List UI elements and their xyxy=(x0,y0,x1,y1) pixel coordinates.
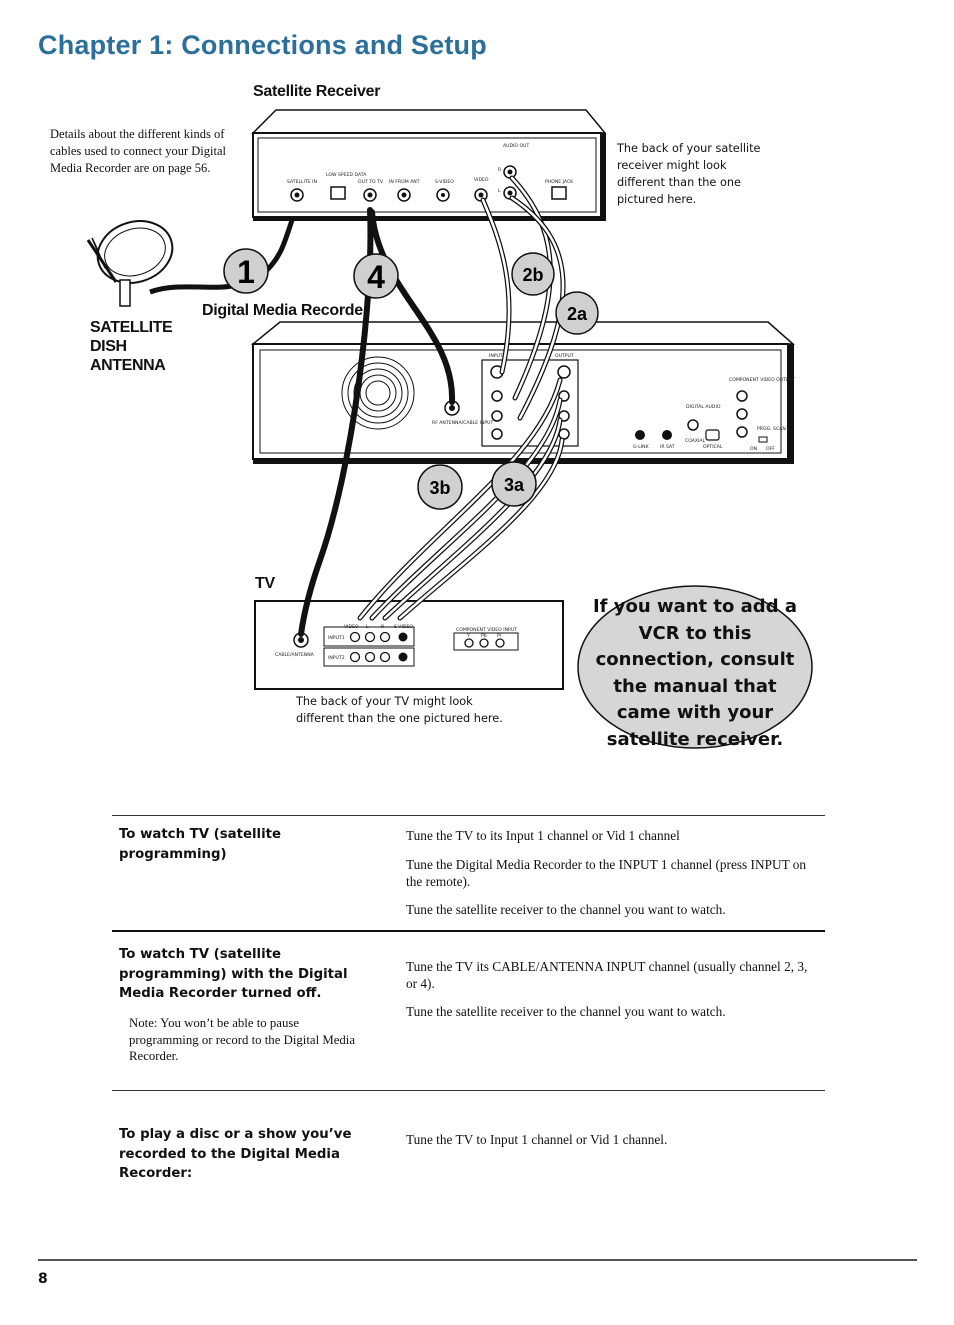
jack-label-s-video: S-VIDEO xyxy=(435,179,454,185)
jack-label-tv-l: L xyxy=(366,624,369,630)
row-3-step-1: Tune the TV to Input 1 channel or Vid 1 … xyxy=(406,1132,668,1147)
cables xyxy=(298,175,566,637)
jack-label-digital-audio: DIGITAL AUDIO xyxy=(686,404,721,410)
dish-label-line-2: DISH xyxy=(90,338,127,355)
jack-label-audio-out: AUDIO OUT xyxy=(503,143,529,149)
step-1-label: 1 xyxy=(237,254,255,290)
row-2-note: Note: You won’t be able to pause program… xyxy=(129,1016,356,1063)
cables-note: Details about the different kinds of cab… xyxy=(50,127,226,175)
jack-label-on: ON xyxy=(750,446,757,452)
jack-label-ir-sat: IR SAT xyxy=(660,444,675,450)
page-number: 8 xyxy=(38,1271,48,1287)
row-1-step-1: Tune the TV to its Input 1 channel or Vi… xyxy=(406,828,680,843)
dish-label-line-1: SATELLITE xyxy=(90,319,173,336)
tv-title: TV xyxy=(255,575,275,592)
jack-label-low-speed-data: LOW SPEED DATA xyxy=(326,172,367,178)
digital-media-recorder-illustration: INPUT OUTPUT RF ANTENNA/CABLE INPUT G-LI… xyxy=(250,321,795,464)
jack-label-output: OUTPUT xyxy=(555,353,574,359)
jack-label-component-video-input: COMPONENT VIDEO INPUT xyxy=(456,627,517,633)
jack-label-off: OFF xyxy=(766,446,775,452)
step-3b-label: 3b xyxy=(429,478,450,498)
step-2a-label: 2a xyxy=(567,304,588,324)
footer-rule xyxy=(38,1259,917,1261)
jack-label-tv-r: R xyxy=(381,624,385,630)
tv-illustration: CABLE/ANTENNA INPUT1 INPUT2 VIDEO L R S-… xyxy=(254,600,564,690)
satellite-dish-illustration xyxy=(86,219,295,307)
jack-label-tv-s-video: S-VIDEO xyxy=(394,624,413,630)
vcr-callout-text: If you want to add a VCR to this connect… xyxy=(592,596,797,750)
jack-label-y: Y xyxy=(466,633,470,639)
jack-label-l: L xyxy=(498,188,501,194)
satellite-dish-label: SATELLITE DISH ANTENNA xyxy=(90,318,173,375)
jack-label-input1: INPUT1 xyxy=(328,635,345,641)
row-3-heading: To play a disc or a show you’ve recorded… xyxy=(119,1127,352,1181)
jack-label-optical: OPTICAL xyxy=(703,444,723,450)
jack-label-pr: Pr xyxy=(497,633,502,639)
tv-note: The back of your TV might look different… xyxy=(296,695,503,725)
jack-label-pb: Pb xyxy=(481,633,487,639)
step-3b-badge: 3b xyxy=(417,464,463,510)
connection-diagram: SATELLITE IN LOW SPEED DATA OUT TO TV IN… xyxy=(86,109,813,749)
receiver-note: The back of your satellite receiver migh… xyxy=(617,142,761,206)
jack-label-in-from-ant: IN FROM ANT xyxy=(389,179,420,185)
jack-label-coaxial: COAXIAL xyxy=(685,438,706,444)
table-top-rule xyxy=(112,815,825,816)
jack-label-cable-antenna: CABLE/ANTENNA xyxy=(275,652,315,658)
step-3a-badge: 3a xyxy=(491,461,537,507)
step-2b-label: 2b xyxy=(522,265,543,285)
jack-label-video: VIDEO xyxy=(474,177,489,183)
jack-label-prog-scan: PROG. SCAN xyxy=(757,426,786,432)
row-1-heading: To watch TV (satellite programming) xyxy=(119,827,282,862)
row-1-step-2: Tune the Digital Media Recorder to the I… xyxy=(406,857,807,889)
table-rule-3 xyxy=(112,1090,825,1091)
row-2-heading: To watch TV (satellite programming) with… xyxy=(119,947,348,1001)
step-3a-label: 3a xyxy=(504,475,525,495)
row-2-step-1: Tune the TV its CABLE/ANTENNA INPUT chan… xyxy=(406,959,808,991)
satellite-receiver-title: Satellite Receiver xyxy=(253,83,381,100)
jack-label-g-link: G-LINK xyxy=(633,444,650,450)
step-4-badge: 4 xyxy=(353,253,399,299)
jack-label-input: INPUT xyxy=(489,353,503,359)
dish-label-line-3: ANTENNA xyxy=(90,357,166,374)
step-1-badge: 1 xyxy=(223,248,269,294)
row-1-step-3: Tune the satellite receiver to the chann… xyxy=(406,902,726,917)
vcr-callout-bubble xyxy=(577,585,813,749)
jack-label-tv-video: VIDEO xyxy=(344,624,359,630)
step-2a-badge: 2a xyxy=(555,291,599,335)
jack-label-out-to-tv: OUT TO TV xyxy=(358,179,384,185)
jack-label-r: R xyxy=(498,167,502,173)
step-2b-badge: 2b xyxy=(511,252,555,296)
jack-label-phone-jack: PHONE JACK xyxy=(545,179,574,185)
jack-label-input2: INPUT2 xyxy=(328,655,345,661)
jack-label-component-video-output: COMPONENT VIDEO OUTPUT xyxy=(729,377,795,383)
digital-media-recorder-title: Digital Media Recorder xyxy=(202,302,369,319)
step-4-label: 4 xyxy=(367,259,385,295)
row-2-step-2: Tune the satellite receiver to the chann… xyxy=(406,1004,726,1019)
jack-label-rf-antenna: RF ANTENNA/CABLE INPUT xyxy=(432,420,493,426)
table-rule-2 xyxy=(112,930,825,932)
jack-label-satellite-in: SATELLITE IN xyxy=(287,179,317,185)
chapter-title: Chapter 1: Connections and Setup xyxy=(38,30,487,60)
satellite-receiver-illustration: SATELLITE IN LOW SPEED DATA OUT TO TV IN… xyxy=(251,109,607,221)
